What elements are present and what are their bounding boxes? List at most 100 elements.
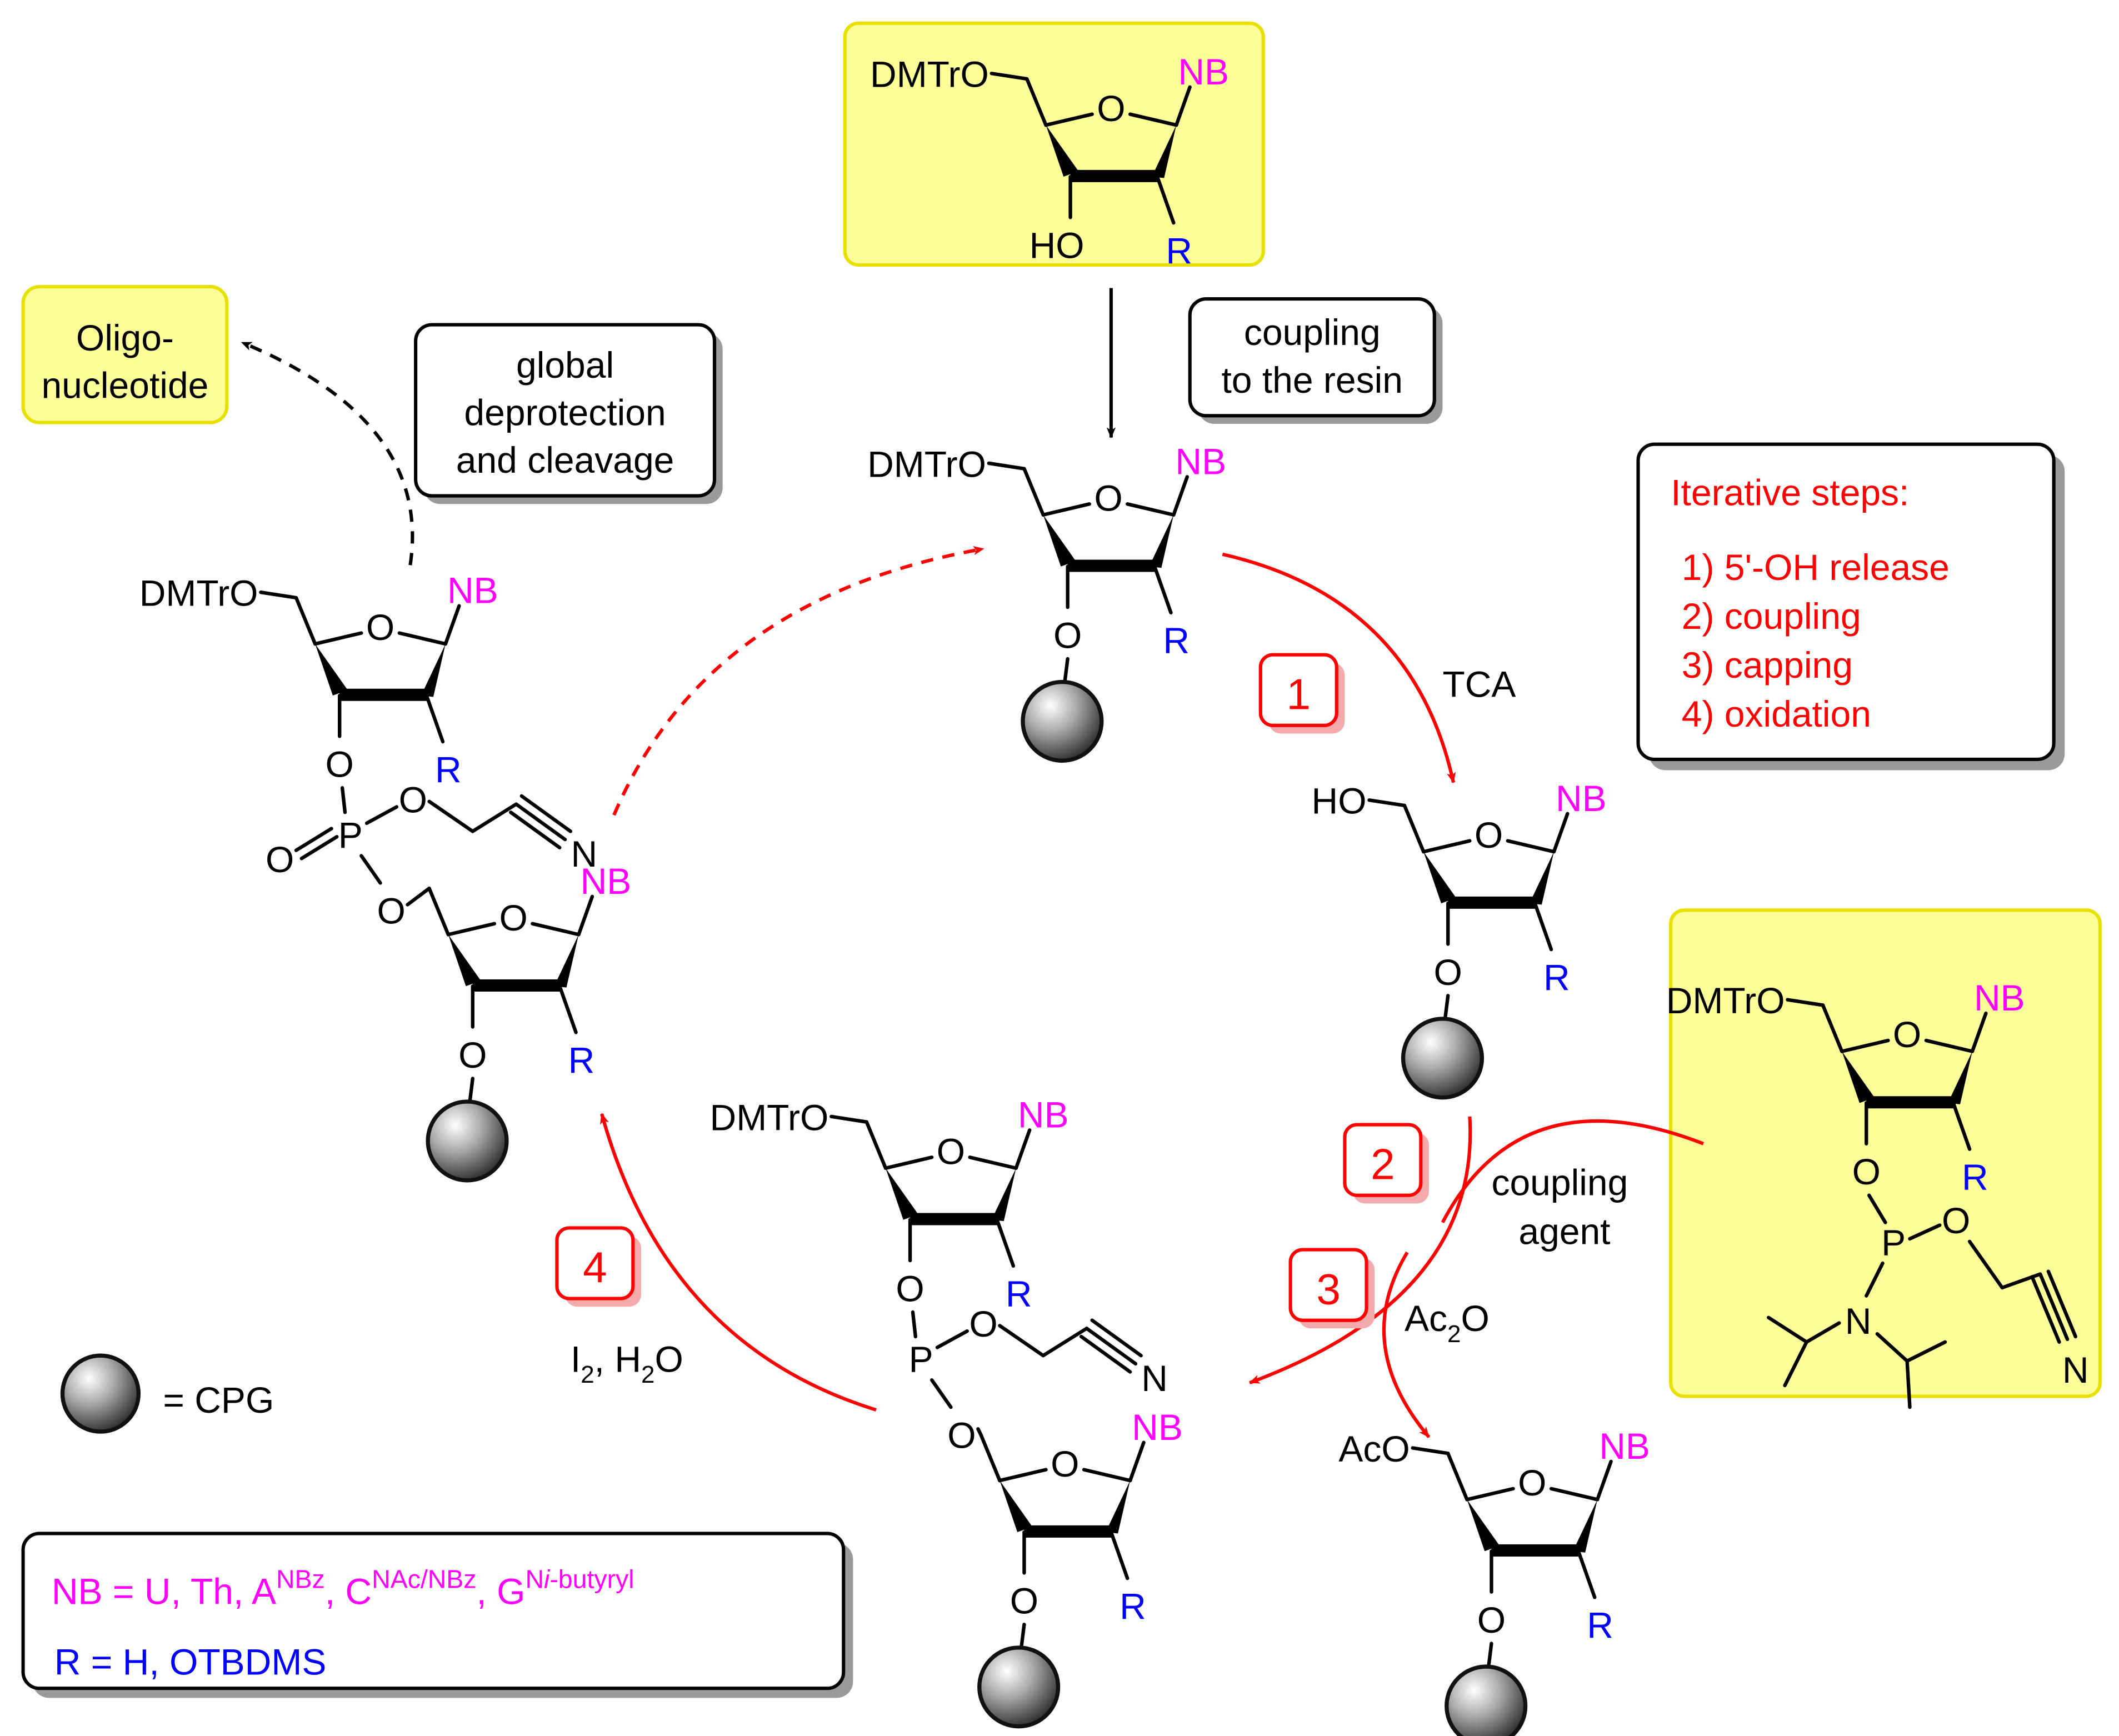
cpg-bead-icon	[1021, 679, 1104, 763]
iterative-step-1: 1) 5'-OH release	[1682, 547, 1950, 588]
c2-r-bond	[558, 984, 578, 1034]
five-prime-label: DMTrO	[710, 1097, 829, 1138]
p-o-bond	[930, 1378, 953, 1409]
three-prime-oxygen-label: O	[458, 1034, 487, 1075]
r-substituent-label: R	[1163, 620, 1190, 661]
p-o-bond	[935, 1329, 969, 1349]
c5-o5-bond	[989, 72, 1029, 81]
arrow-coupling-agent-feed	[1441, 1119, 1704, 1224]
three-prime-oxygen-label: O	[896, 1268, 924, 1309]
ring-bond	[1128, 112, 1178, 127]
phosphodiester-oxygen-label: O	[377, 890, 405, 932]
nitrile-bond	[514, 802, 567, 842]
iterative-title: Iterative steps:	[1671, 472, 1909, 513]
arrow-step2	[1248, 1116, 1472, 1384]
p-n-bond	[1865, 1261, 1885, 1298]
ring-bond	[1465, 1487, 1515, 1502]
reagent-coupling-agent-1: coupling	[1491, 1162, 1628, 1203]
arrows-layer	[241, 288, 1704, 1438]
three-prime-oxygen-label: O	[326, 744, 354, 785]
ce-bond	[427, 799, 474, 833]
c1-nb-bond	[1970, 1011, 1988, 1053]
nucleobase-label: NB	[1556, 778, 1607, 819]
nucleobase-label: NB	[1974, 977, 2025, 1018]
wedge-bond	[1106, 1480, 1131, 1534]
o-p-bond	[340, 786, 347, 814]
r-substituent-label: R	[1166, 231, 1192, 272]
c2-r-bond	[995, 1218, 1016, 1268]
c5-o5-bond	[1367, 798, 1407, 808]
three-prime-oxygen-label: O	[1434, 952, 1462, 993]
c4-c5-bond	[1821, 1003, 1844, 1053]
p-oxo-bond	[294, 827, 333, 852]
wedge-bond	[554, 934, 579, 988]
nucleobase-label: NB	[581, 861, 632, 902]
ring-bond	[446, 922, 497, 937]
ipr-bond	[1905, 1340, 1947, 1363]
ce-bond	[998, 1324, 1045, 1358]
o-c5-bond	[406, 886, 431, 907]
o-bead-bond	[1443, 994, 1450, 1019]
five-prime-label: DMTrO	[870, 54, 989, 95]
nitrile-bond	[2038, 1272, 2070, 1342]
ring-bond	[397, 631, 448, 646]
wedge-bond	[1842, 1051, 1875, 1103]
p-o-bond	[364, 805, 399, 825]
ring-bond	[1126, 502, 1176, 517]
o-bead-bond	[468, 1077, 474, 1102]
o-bead-bond	[1487, 1642, 1493, 1667]
c5-o5-bond	[1786, 998, 1825, 1007]
reagent-coupling-agent-2: agent	[1518, 1211, 1610, 1252]
wedge-bond	[1423, 852, 1456, 904]
nucleobase-label: NB	[447, 570, 498, 611]
c5-o5-bond	[987, 461, 1026, 471]
wedge-bond	[1046, 125, 1079, 177]
ce-bond	[1041, 1327, 1089, 1358]
oligo-line2: nucleotide	[41, 365, 208, 406]
ring-bond	[531, 922, 581, 937]
wedge-bond	[1152, 125, 1177, 178]
c4-c5-bond	[1446, 1452, 1469, 1502]
wedge-bond	[1529, 852, 1554, 905]
reagent-tca: TCA	[1442, 663, 1516, 704]
p-o-bond	[359, 854, 382, 885]
c4-c5-bond	[294, 596, 317, 646]
global-line1: global	[516, 344, 614, 386]
oligo-line1: Oligo-	[76, 317, 174, 358]
step-badge-2: 2	[1343, 1123, 1430, 1204]
ring-oxygen-label: O	[1094, 477, 1122, 518]
oxo-oxygen-label: O	[266, 839, 294, 880]
r-substituent-label: R	[1543, 957, 1570, 998]
ipr-bond	[1905, 1359, 1912, 1409]
coupling-to-resin-box: coupling to the resin	[1188, 297, 1443, 424]
c1-nb-bond	[577, 894, 594, 937]
n-ipr-bond	[1805, 1321, 1841, 1344]
ring-oxygen-label: O	[366, 607, 394, 648]
global-line2: deprotection	[464, 392, 666, 433]
n-ipr-bond	[1875, 1332, 1909, 1363]
ring-oxygen-label: O	[499, 897, 527, 938]
bold-bond	[1067, 559, 1155, 572]
arrow-step3	[1382, 1251, 1431, 1438]
ring-bond	[998, 1468, 1048, 1483]
nitrile-bond	[2046, 1269, 2077, 1339]
wedge-bond	[1467, 1499, 1500, 1552]
c2-r-bond	[1155, 174, 1176, 225]
wedge-bond	[421, 644, 446, 697]
cyanoethyl-oxygen-label: O	[1942, 1200, 1970, 1241]
ring-bond	[1840, 1038, 1890, 1053]
ring-bond	[1506, 839, 1556, 854]
arrow-recycle	[612, 546, 984, 816]
step-2-number: 2	[1371, 1139, 1395, 1188]
wedge-bond	[999, 1480, 1033, 1533]
ring-bond	[313, 631, 363, 646]
cpg-bead-icon	[1401, 1017, 1485, 1100]
